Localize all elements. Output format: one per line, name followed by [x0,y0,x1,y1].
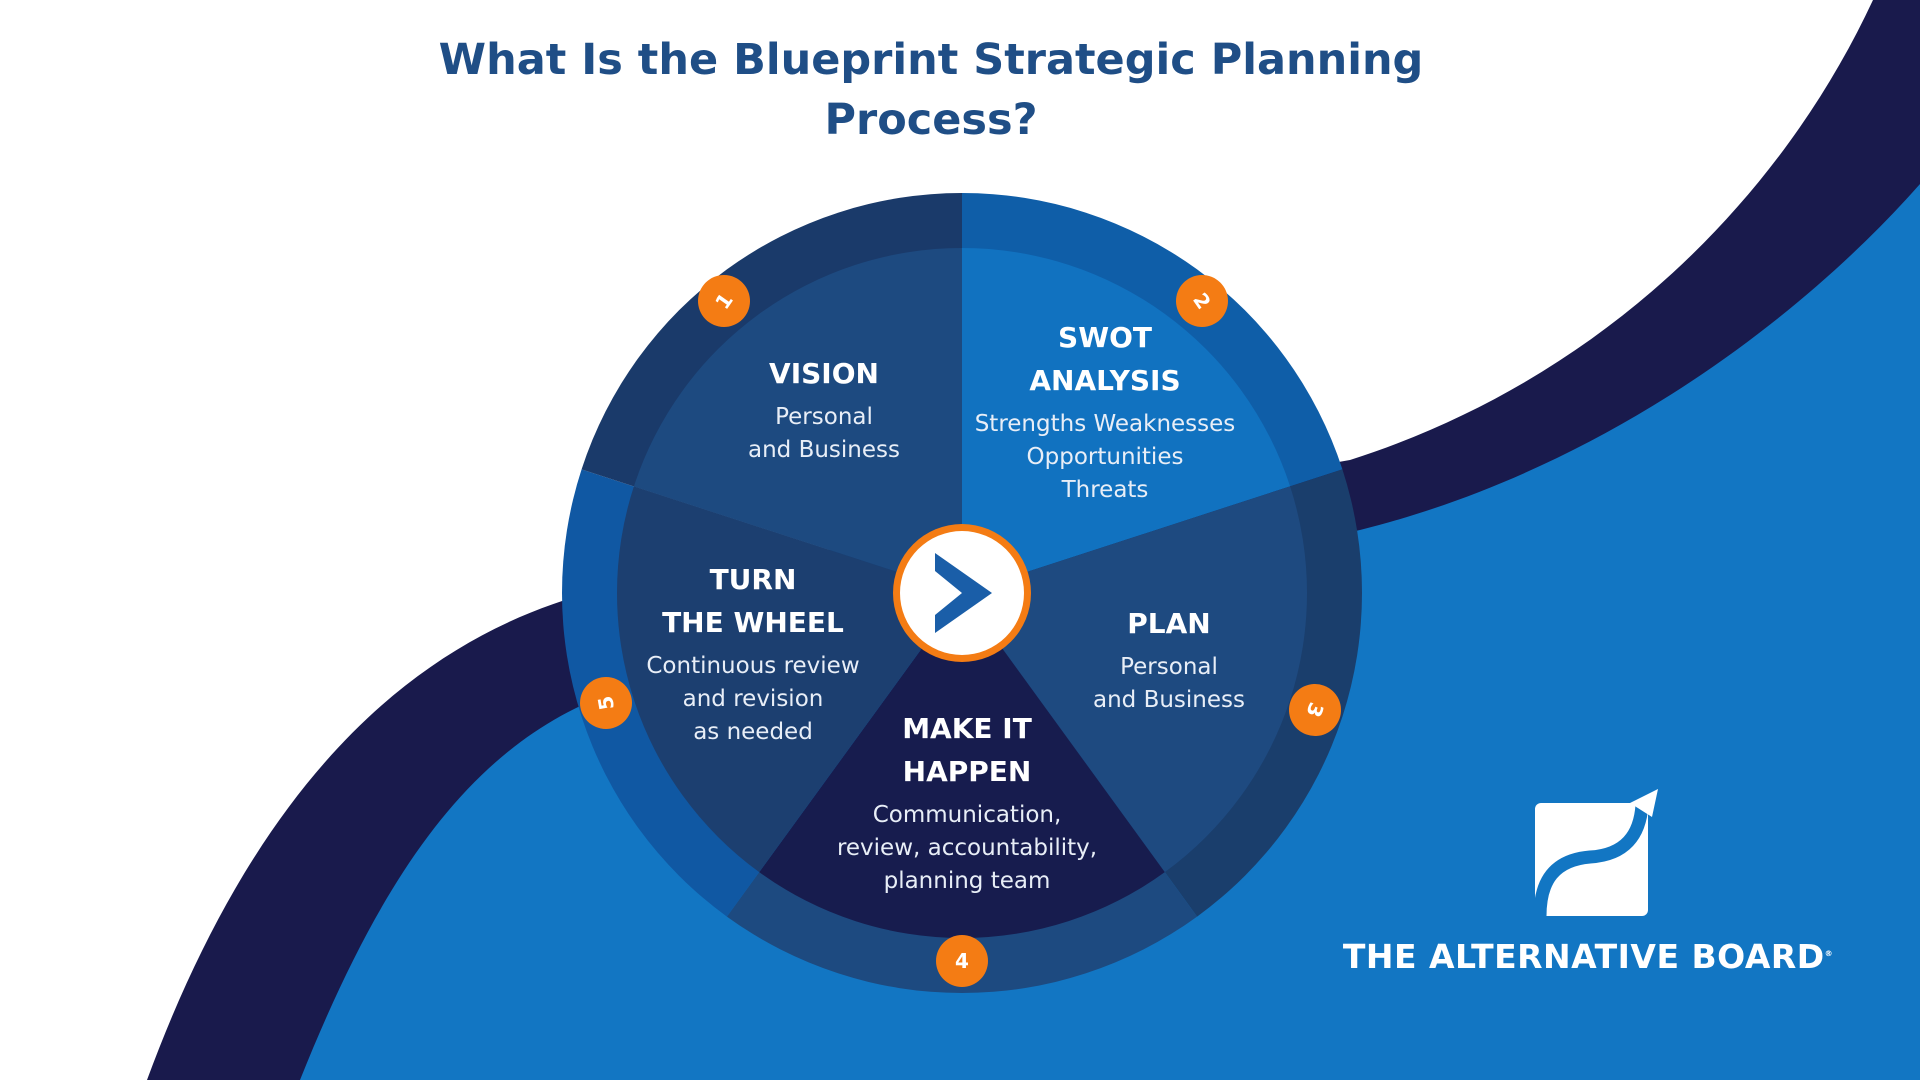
segment-make-it-happen: MAKE IT HAPPEN Communication, review, ac… [837,707,1097,898]
registered-mark: ® [1824,949,1834,958]
segment-plan: PLAN Personal and Business [1093,602,1245,717]
segment-turn-the-wheel: TURN THE WHEEL Continuous review and rev… [646,558,859,749]
center-button[interactable] [893,524,1031,662]
description-line: Threats [1061,477,1149,503]
segment-swot-analysis: SWOT ANALYSIS Strengths Weaknesses Oppor… [975,316,1236,507]
segment-description: Strengths Weaknesses Opportunities Threa… [975,408,1236,507]
play-chevron-icon [935,553,992,633]
description-line: and revision [682,686,824,712]
description-line: Continuous review [646,653,860,679]
segment-description: Communication, review, accountability, p… [837,799,1097,898]
description-line: Personal [1120,654,1218,680]
segment-vision: VISION Personal and Business [748,352,900,467]
logo-name: THE ALTERNATIVE BOARD [1342,937,1825,976]
description-line: planning team [883,868,1051,894]
wheel-inner-swot [962,486,1307,873]
segment-title: THE WHEEL [662,606,844,639]
page-title: What Is the Blueprint Strategic Planning… [0,30,1862,150]
segment-description: Personal and Business [748,401,900,467]
description-line: Strengths Weaknesses [974,411,1236,437]
description-line: review, accountability, [836,835,1098,861]
segment-title: HAPPEN [902,755,1032,788]
title-line-1: What Is the Blueprint Strategic Planning [438,35,1424,85]
segment-description: Continuous review and revision as needed [646,650,859,749]
wheel-inner-turn-the-wheel [633,248,962,593]
segment-title: SWOT [1058,321,1152,354]
description-line: as needed [693,719,813,745]
segment-title: TURN [709,563,797,596]
description-line: Personal [775,404,873,430]
description-line: Opportunities [1026,444,1184,470]
wheel-inner-make-it-happen [617,486,962,873]
description-line: Communication, [872,802,1062,828]
alternative-board-logo-icon [1533,789,1658,917]
logo-wordmark: THE ALTERNATIVE BOARD® [1343,937,1833,976]
planning-wheel [562,193,1362,994]
description-line: and Business [1092,687,1246,713]
wheel-inner-vision [962,248,1291,593]
segment-title: VISION [769,357,879,390]
segment-title: MAKE IT [902,712,1032,745]
segment-title: ANALYSIS [1029,364,1181,397]
segment-description: Personal and Business [1093,651,1245,717]
description-line: and Business [747,437,901,463]
step-badge-4: 4 [936,935,988,987]
title-line-2: Process? [824,95,1038,145]
segment-title: PLAN [1127,607,1211,640]
wheel-inner-plan [759,593,1165,938]
